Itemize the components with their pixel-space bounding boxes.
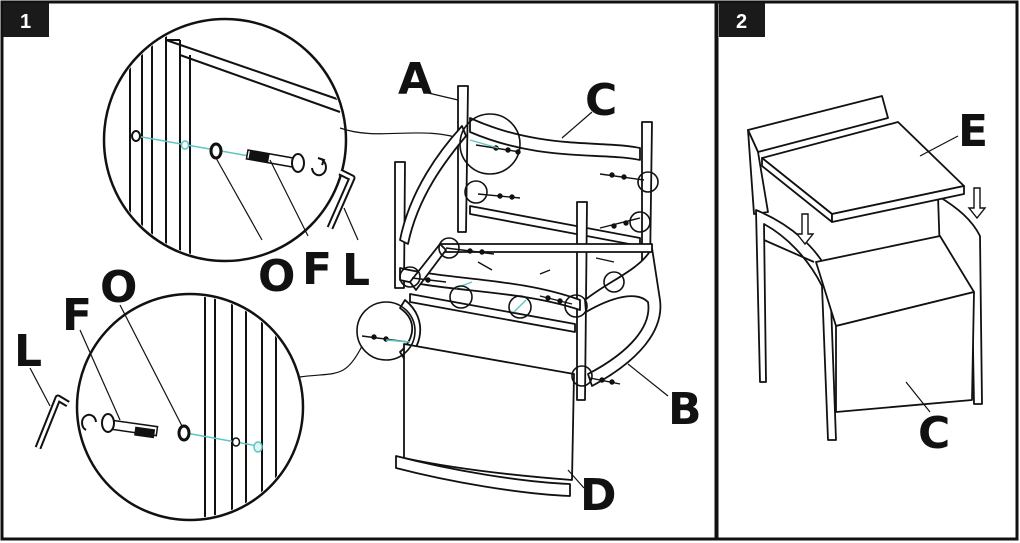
label-D: D (580, 470, 617, 521)
down-arrow-icon (967, 187, 987, 220)
panel-2-frame (715, 0, 1019, 541)
step-number-1: 1 (20, 11, 31, 33)
label-A: A (398, 54, 432, 105)
bolt-icon (245, 149, 305, 173)
chair-frame-exploded (394, 85, 662, 497)
part-leaders (423, 91, 669, 489)
label-F-top: F (302, 244, 332, 295)
rotate-arrow-icon (81, 413, 97, 431)
down-arrow-icon (795, 213, 815, 246)
allen-key-icon (326, 168, 356, 230)
assembled-chair (747, 95, 983, 441)
detail-circle-top (102, 17, 348, 263)
label-B: B (668, 384, 702, 435)
label-L-top: L (342, 245, 370, 296)
label-E: E (958, 106, 988, 157)
allen-key-icon (34, 394, 70, 450)
step-badge-1: 1 (3, 3, 49, 37)
bolt-icon (101, 413, 159, 439)
callout-connector-top (339, 127, 466, 141)
cushion-e (761, 121, 965, 223)
step-badge-2: 2 (719, 3, 765, 37)
label-F-bottom: F (62, 290, 92, 341)
label-L-bottom: L (14, 326, 42, 377)
chair-detail-markers (356, 113, 659, 387)
panel-2-leaders (905, 135, 959, 413)
detail-circle-bottom (75, 292, 305, 522)
label-O-bottom: O (100, 262, 137, 313)
label-C-panel2: C (918, 408, 950, 459)
callout-connector-bottom (299, 345, 363, 378)
label-C: C (585, 75, 617, 126)
rotate-arrow-icon (311, 159, 327, 177)
step-number-2: 2 (736, 11, 747, 33)
label-O-top: O (258, 251, 295, 302)
